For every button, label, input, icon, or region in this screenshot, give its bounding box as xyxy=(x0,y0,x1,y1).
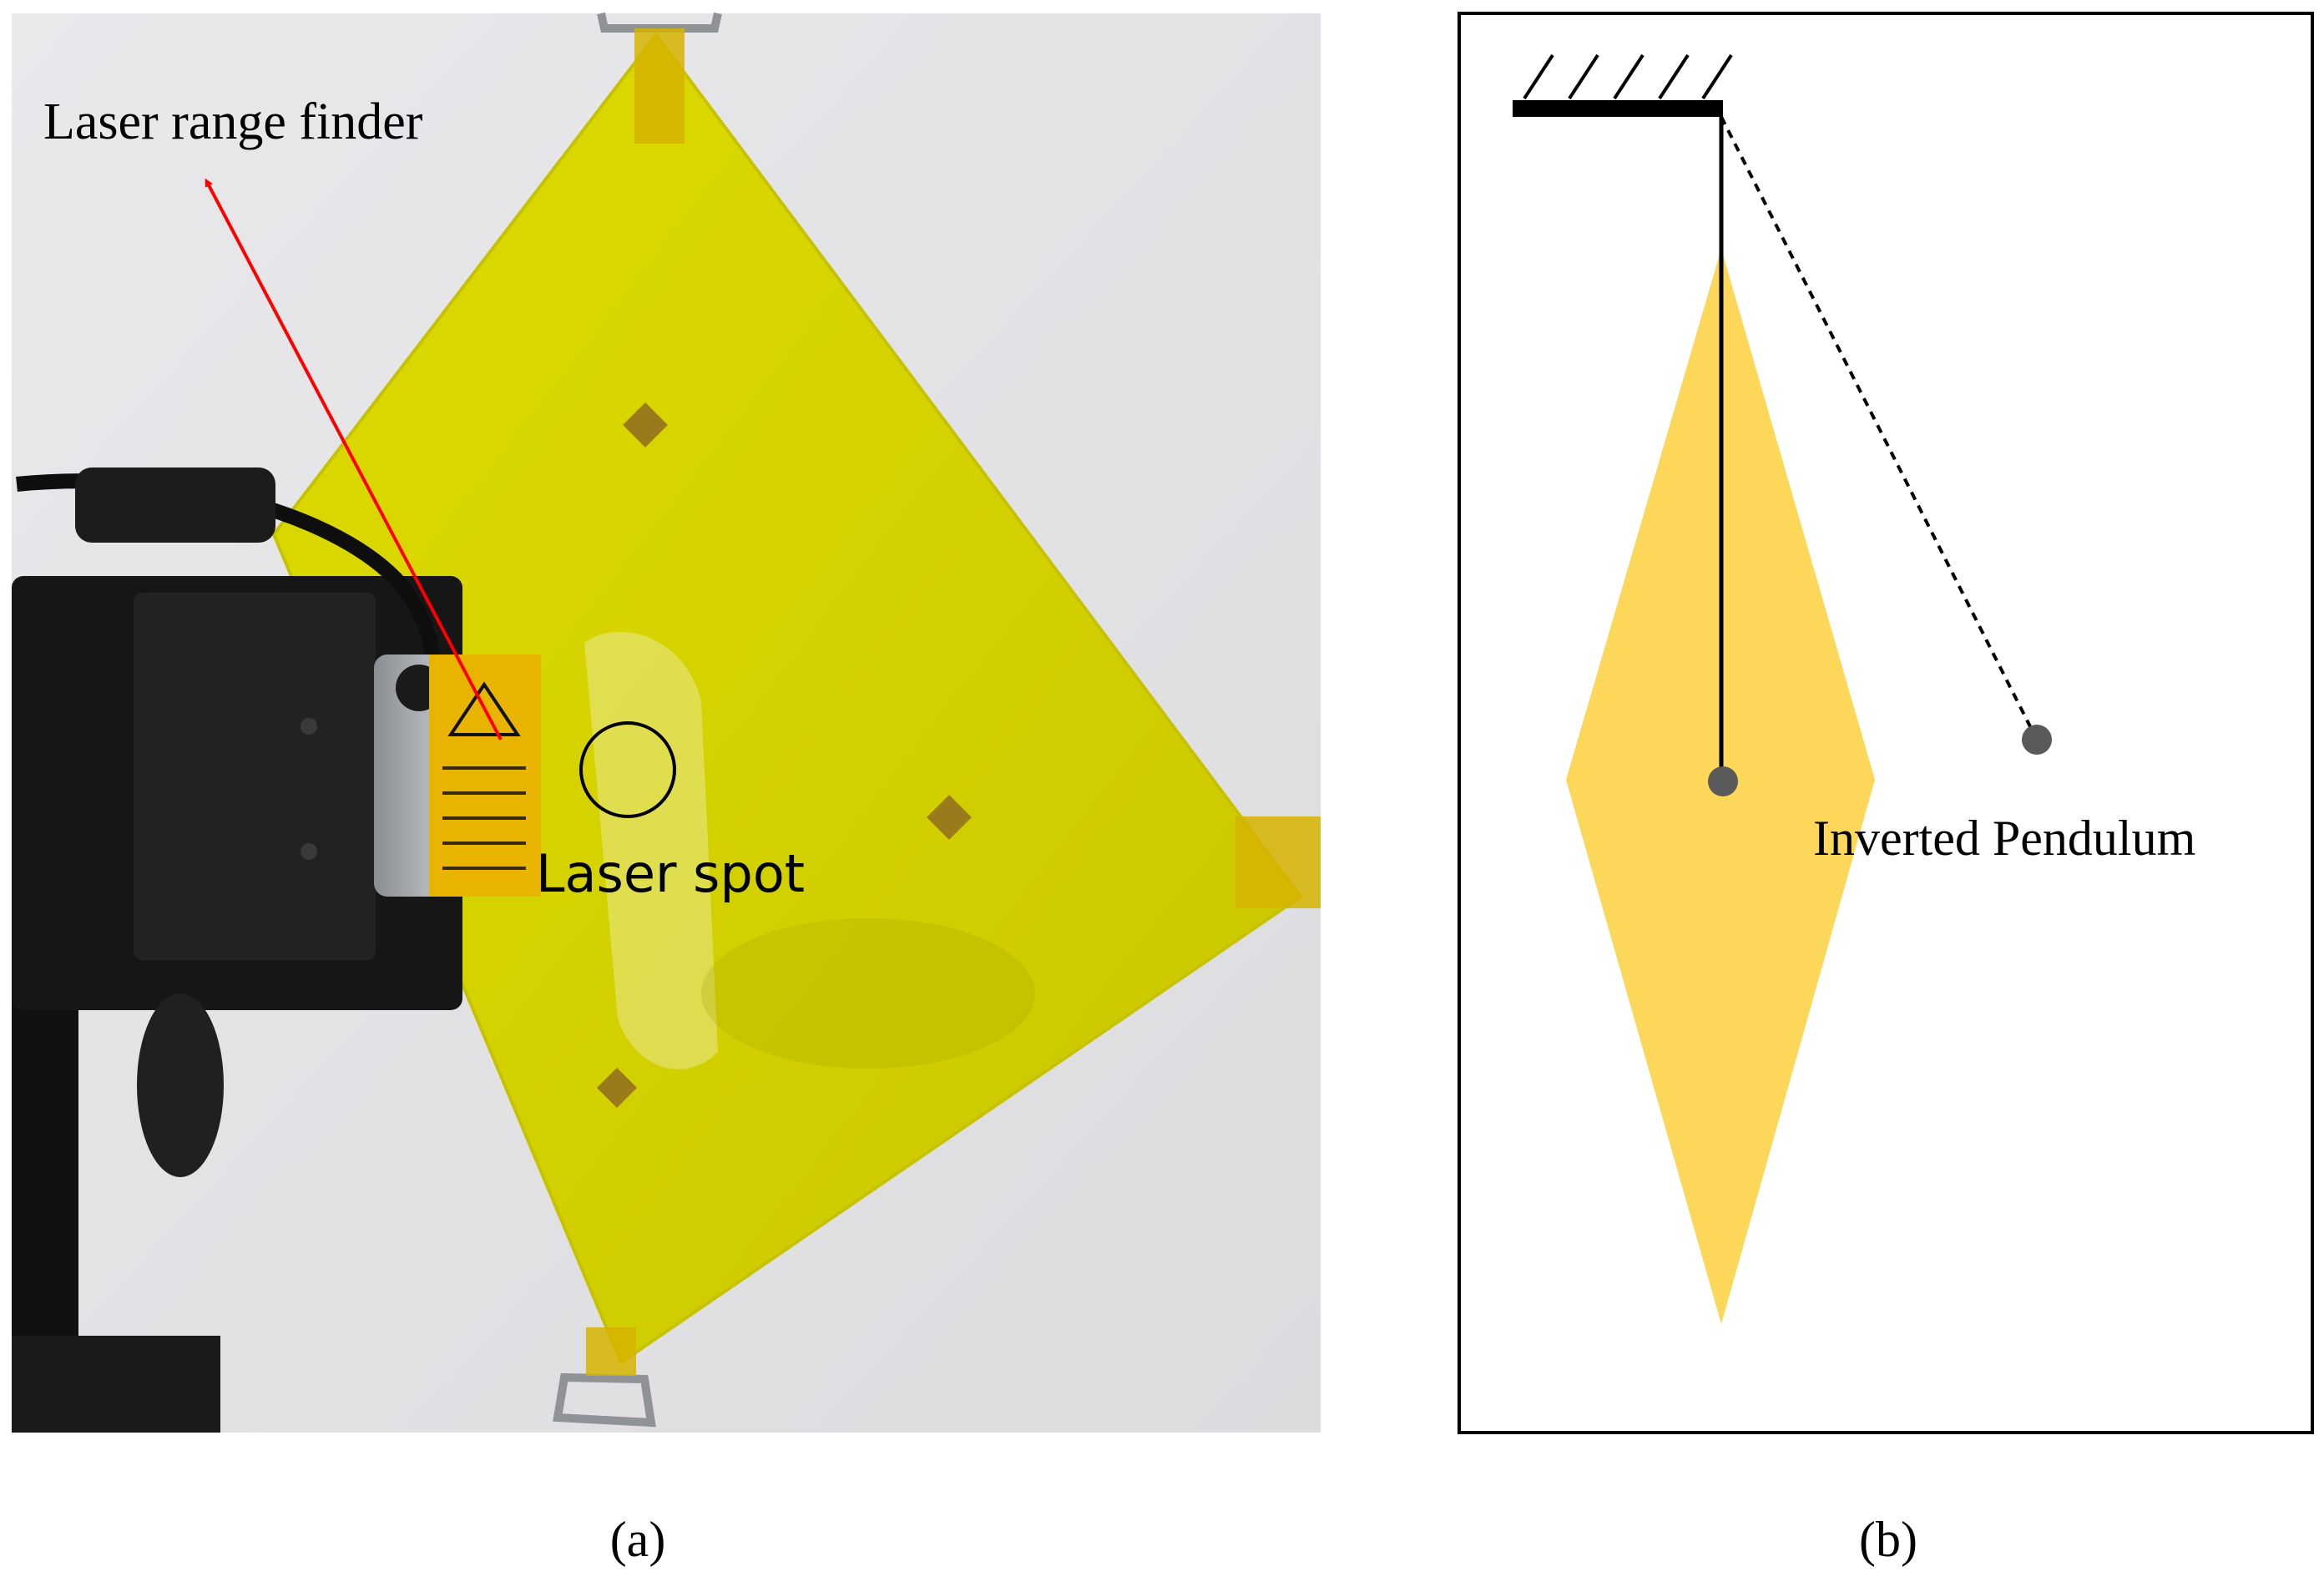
tape-bottom xyxy=(586,1327,636,1376)
tape-top xyxy=(634,28,685,144)
laser-spot-circle xyxy=(579,721,676,818)
ceiling-support xyxy=(1513,100,1723,117)
pendulum-bob xyxy=(1708,766,1738,796)
laser-warning-icon xyxy=(447,681,521,736)
label-inverted-pendulum: Inverted Pendulum xyxy=(1813,811,2195,866)
tape-right xyxy=(1235,816,1321,908)
bottom-hook xyxy=(553,1372,656,1428)
caption-a: (a) xyxy=(610,1512,666,1567)
label-laser-spot: Laser spot xyxy=(536,843,805,904)
plate-glare xyxy=(584,631,718,1069)
laser-label-plate xyxy=(429,655,541,897)
rig-plate xyxy=(134,593,376,960)
laser-rig xyxy=(12,468,541,1433)
rig-screw xyxy=(301,718,317,735)
pendulum-rod-displaced xyxy=(1720,116,2039,740)
rig-top-block xyxy=(75,468,275,543)
label-laser-range-finder: Laser range finder xyxy=(43,94,423,150)
pendulum-bob-displaced xyxy=(2022,725,2052,755)
tripod-base xyxy=(12,1336,220,1433)
rig-screw xyxy=(301,843,317,860)
plate-shadow xyxy=(701,918,1035,1069)
rig-knob xyxy=(137,993,224,1177)
panel-b: Inverted Pendulum xyxy=(1458,12,2314,1434)
ceiling-hatch xyxy=(1523,53,1733,100)
rangefinder-arrow xyxy=(205,178,503,740)
caption-b: (b) xyxy=(1859,1512,1917,1567)
panel-a: Laser range finder Laser spot xyxy=(12,12,1321,1433)
